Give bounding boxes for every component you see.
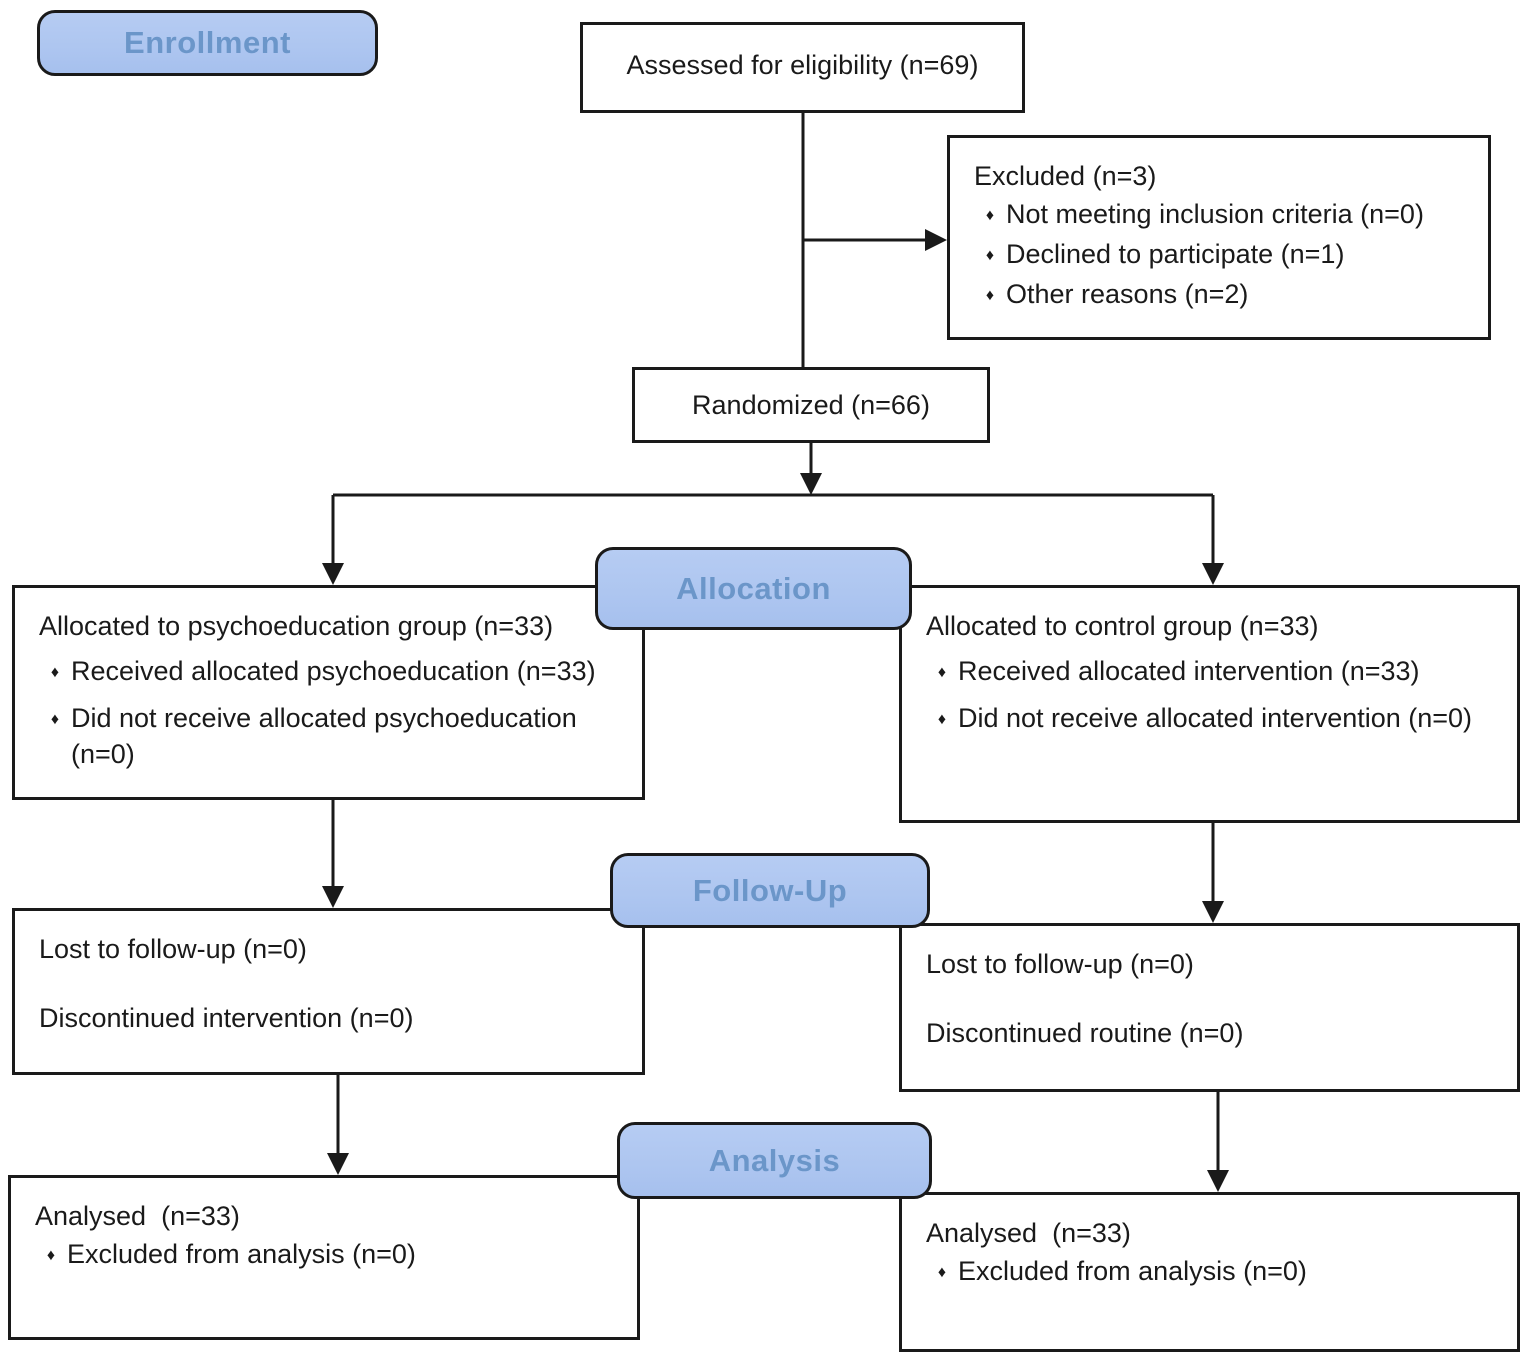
box-analysis-right: Analysed (n=33) ♦ Excluded from analysis…: [899, 1192, 1520, 1352]
box-excluded: Excluded (n=3) ♦ Not meeting inclusion c…: [947, 135, 1491, 340]
allocation-right-bullet-1: ♦ Received allocated intervention (n=33): [926, 653, 1495, 691]
stage-allocation: Allocation: [595, 547, 912, 630]
analysis-right-title: Analysed (n=33): [926, 1218, 1131, 1248]
excluded-bullet-3-text: Other reasons (n=2): [1006, 279, 1249, 309]
diamond-bullet-icon: ♦: [50, 711, 60, 728]
diamond-bullet-icon: ♦: [937, 1264, 947, 1281]
follow-up-right-line-2: Discontinued routine (n=0): [926, 1018, 1244, 1048]
arrowhead-followup-right: [1202, 901, 1224, 923]
box-randomized: Randomized (n=66): [632, 367, 990, 443]
box-allocation-left: Allocated to psychoeducation group (n=33…: [12, 585, 645, 800]
follow-up-left-line-2: Discontinued intervention (n=0): [39, 1003, 414, 1033]
stage-follow-up: Follow-Up: [610, 853, 930, 928]
arrowhead-allocation-right: [1202, 563, 1224, 585]
allocation-right-title: Allocated to control group (n=33): [926, 611, 1319, 641]
arrowhead-excluded: [925, 229, 947, 251]
box-follow-up-right: Lost to follow-up (n=0) Discontinued rou…: [899, 923, 1520, 1092]
allocation-right-bullet-2-text: Did not receive allocated intervention (…: [958, 703, 1473, 733]
follow-up-left-line-1: Lost to follow-up (n=0): [39, 934, 307, 964]
box-assessed: Assessed for eligibility (n=69): [580, 22, 1025, 113]
box-analysis-left: Analysed (n=33) ♦ Excluded from analysis…: [8, 1175, 640, 1340]
diamond-bullet-icon: ♦: [985, 247, 995, 264]
arrowhead-branch: [800, 473, 822, 495]
allocation-left-title: Allocated to psychoeducation group (n=33…: [39, 611, 554, 641]
excluded-bullet-3: ♦ Other reasons (n=2): [974, 276, 1466, 314]
allocation-left-bullet-1: ♦ Received allocated psychoeducation (n=…: [39, 653, 620, 691]
diamond-bullet-icon: ♦: [985, 287, 995, 304]
excluded-title: Excluded (n=3): [974, 161, 1157, 191]
diamond-bullet-icon: ♦: [937, 664, 947, 681]
box-allocation-right: Allocated to control group (n=33) ♦ Rece…: [899, 585, 1520, 823]
follow-up-right-line-1: Lost to follow-up (n=0): [926, 949, 1194, 979]
stage-enrollment: Enrollment: [37, 10, 378, 76]
arrowhead-allocation-left: [322, 563, 344, 585]
analysis-right-bullet-1-text: Excluded from analysis (n=0): [958, 1256, 1307, 1286]
analysis-right-bullet-1: ♦ Excluded from analysis (n=0): [926, 1253, 1495, 1291]
excluded-bullet-1: ♦ Not meeting inclusion criteria (n=0): [974, 196, 1466, 234]
stage-analysis: Analysis: [617, 1122, 932, 1199]
allocation-right-bullet-2: ♦ Did not receive allocated intervention…: [926, 700, 1495, 738]
allocation-left-bullet-1-text: Received allocated psychoeducation (n=33…: [71, 656, 596, 686]
analysis-left-bullet-1-text: Excluded from analysis (n=0): [67, 1239, 416, 1269]
randomized-text: Randomized (n=66): [692, 390, 930, 420]
assessed-text: Assessed for eligibility (n=69): [626, 50, 979, 80]
excluded-bullet-1-text: Not meeting inclusion criteria (n=0): [1006, 199, 1424, 229]
arrowhead-analysis-right: [1207, 1170, 1229, 1192]
diamond-bullet-icon: ♦: [937, 711, 947, 728]
analysis-left-bullet-1: ♦ Excluded from analysis (n=0): [35, 1236, 615, 1274]
diamond-bullet-icon: ♦: [50, 664, 60, 681]
allocation-right-bullet-1-text: Received allocated intervention (n=33): [958, 656, 1420, 686]
diamond-bullet-icon: ♦: [46, 1247, 56, 1264]
diamond-bullet-icon: ♦: [985, 207, 995, 224]
excluded-bullet-2-text: Declined to participate (n=1): [1006, 239, 1345, 269]
allocation-left-bullet-2: ♦ Did not receive allocated psychoeducat…: [39, 700, 620, 772]
allocation-left-bullet-2-text: Did not receive allocated psychoeducatio…: [71, 703, 577, 769]
arrowhead-analysis-left: [327, 1153, 349, 1175]
analysis-left-title: Analysed (n=33): [35, 1201, 240, 1231]
excluded-bullet-2: ♦ Declined to participate (n=1): [974, 236, 1466, 274]
arrowhead-followup-left: [322, 886, 344, 908]
box-follow-up-left: Lost to follow-up (n=0) Discontinued int…: [12, 908, 645, 1075]
